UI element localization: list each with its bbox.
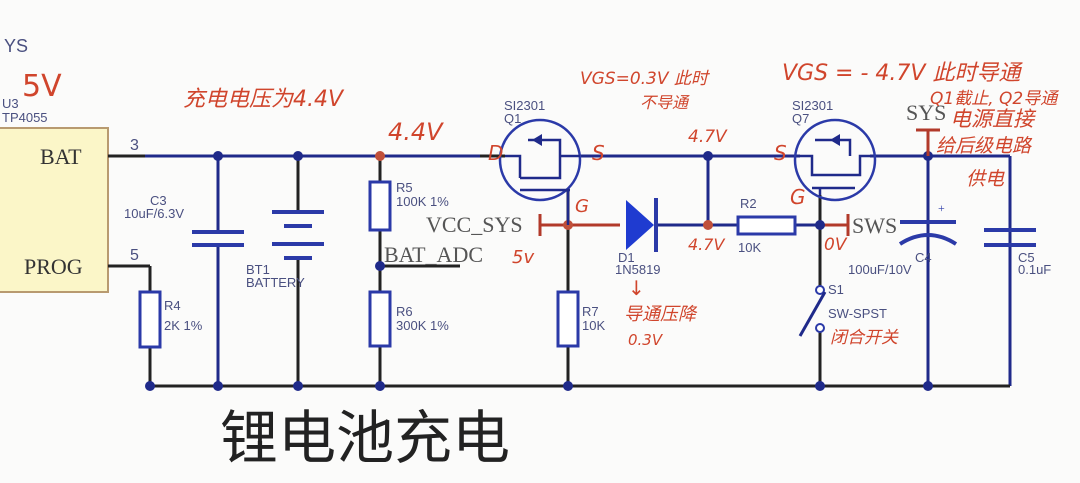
u3-part: TP4055 bbox=[2, 110, 48, 125]
q7-part: SI2301 bbox=[792, 98, 833, 113]
r6-value: 300K 1% bbox=[396, 318, 449, 333]
net-vcc-sys: VCC_SYS bbox=[426, 212, 523, 237]
junction bbox=[375, 261, 385, 271]
r2-ref: R2 bbox=[740, 196, 757, 211]
switch-s1 bbox=[798, 285, 827, 337]
d1-ref: D1 bbox=[618, 250, 635, 265]
s1-ref: S1 bbox=[828, 282, 844, 297]
annotation-q-state: Q1截止, Q2导通 bbox=[930, 89, 1059, 109]
annotation-5v: 5V bbox=[22, 69, 62, 104]
annotation-4-7v-node: 4.7V bbox=[688, 235, 725, 254]
mosfet-q7 bbox=[793, 118, 877, 202]
resistor-r7 bbox=[556, 290, 580, 348]
c4-ref: C4 bbox=[915, 250, 932, 265]
bt1-value: BATTERY bbox=[246, 275, 305, 290]
q1-part: SI2301 bbox=[504, 98, 545, 113]
q1-ref: Q1 bbox=[504, 111, 521, 126]
r5-value: 100K 1% bbox=[396, 194, 449, 209]
pin-5: 5 bbox=[130, 247, 139, 264]
net-sws: SWS bbox=[852, 213, 897, 238]
junction bbox=[703, 151, 713, 161]
mosfet-q1 bbox=[498, 118, 582, 225]
resistor-r4 bbox=[138, 290, 162, 349]
annotation-diode-note: 导通压降 bbox=[624, 304, 698, 325]
annotation-5v-gate: 5v bbox=[512, 247, 534, 268]
resistor-r2 bbox=[736, 215, 797, 236]
s1-value: SW-SPST bbox=[828, 306, 887, 321]
annotation-power-2: 给后级电路 bbox=[936, 135, 1033, 157]
handwritten-annotations: 5V 充电电压为4.4V 4.4V D S G 5v VGS=0.3V 此时 不… bbox=[22, 61, 1059, 349]
annotation-q1-s: S bbox=[592, 141, 605, 165]
r5-ref: R5 bbox=[396, 180, 413, 195]
annotation-q7-g: G bbox=[790, 185, 806, 209]
annotation-power-3: 供电 bbox=[966, 168, 1005, 190]
junction bbox=[703, 220, 713, 230]
c3-ref: C3 bbox=[150, 193, 167, 208]
capacitor-c3 bbox=[192, 230, 244, 247]
annotation-q7-vgs: VGS = - 4.7V 此时导通 bbox=[782, 61, 1023, 86]
u3-top-net: YS bbox=[4, 36, 28, 56]
diode-d1 bbox=[626, 198, 658, 252]
annotation-q1-d: D bbox=[488, 141, 503, 165]
annotation-0v: 0V bbox=[824, 235, 848, 255]
r7-value: 10K bbox=[582, 318, 605, 333]
page-title: 锂电池充电 bbox=[220, 404, 510, 472]
u3-ic-body bbox=[0, 127, 109, 293]
resistor-r5 bbox=[368, 180, 392, 232]
junction bbox=[213, 151, 223, 161]
junction bbox=[293, 151, 303, 161]
r6-ref: R6 bbox=[396, 304, 413, 319]
bottom-junctions bbox=[145, 381, 933, 391]
battery-bt1 bbox=[272, 210, 324, 260]
resistor-r6 bbox=[368, 290, 392, 348]
junction bbox=[375, 151, 385, 161]
r4-ref: R4 bbox=[164, 298, 181, 313]
capacitor-c5 bbox=[984, 228, 1036, 247]
annotation-q7-s: S bbox=[774, 141, 787, 165]
net-bat-adc: BAT_ADC bbox=[384, 242, 483, 267]
d1-value: 1N5819 bbox=[615, 262, 661, 277]
c3-value: 10uF/6.3V bbox=[124, 206, 184, 221]
c5-value: 0.1uF bbox=[1018, 262, 1051, 277]
c4-value: 100uF/10V bbox=[848, 262, 912, 277]
svg-text:+: + bbox=[938, 201, 945, 215]
annotation-charge-voltage: 充电电压为4.4V bbox=[183, 87, 345, 112]
annotation-4-4v: 4.4V bbox=[388, 118, 444, 146]
net-sys: SYS bbox=[906, 100, 946, 125]
q7-ref: Q7 bbox=[792, 111, 809, 126]
r2-value: 10K bbox=[738, 240, 761, 255]
u3-pin-prog: PROG bbox=[24, 254, 83, 279]
c5-ref: C5 bbox=[1018, 250, 1035, 265]
pin-3: 3 bbox=[130, 137, 139, 154]
annotation-power-1: 电源直接 bbox=[950, 107, 1037, 131]
annotation-q1-off: 不导通 bbox=[640, 93, 690, 112]
u3-pin-bat: BAT bbox=[40, 144, 82, 169]
annotation-diode-drop: 0.3V bbox=[628, 331, 664, 349]
u3-ref: U3 bbox=[2, 96, 19, 111]
bt1-ref: BT1 bbox=[246, 262, 270, 277]
annotation-q1-g: G bbox=[575, 196, 589, 217]
r7-ref: R7 bbox=[582, 304, 599, 319]
capacitor-c4: + bbox=[898, 201, 958, 246]
annotation-4-7v-top: 4.7V bbox=[688, 127, 728, 147]
annotation-q1-vgs: VGS=0.3V 此时 bbox=[580, 69, 711, 89]
junction bbox=[815, 220, 825, 230]
arrow-icon: ↓ bbox=[628, 276, 645, 300]
r4-value: 2K 1% bbox=[164, 318, 203, 333]
annotation-switch-note: 闭合开关 bbox=[830, 328, 899, 348]
